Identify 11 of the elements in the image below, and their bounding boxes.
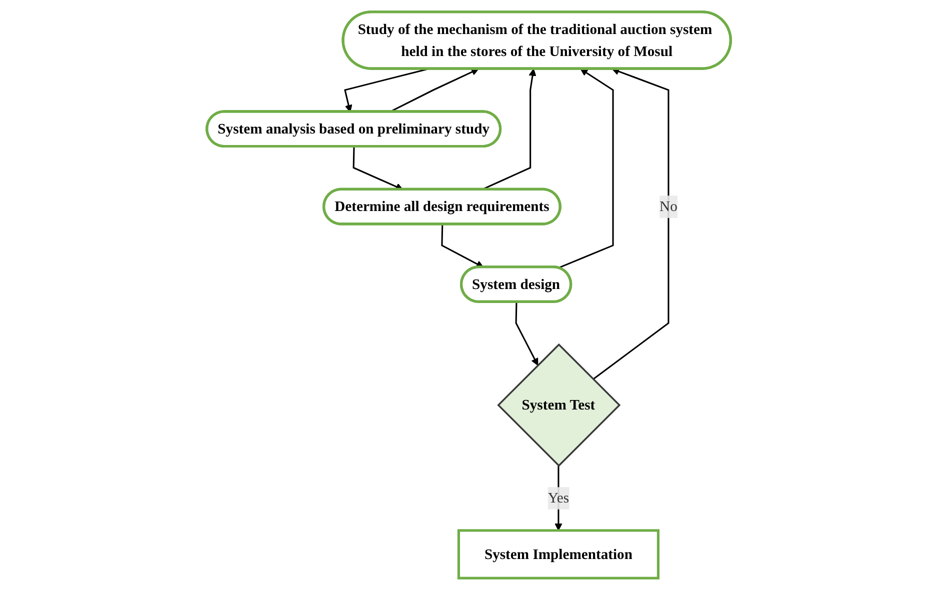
node-box: System Implementation — [457, 529, 660, 580]
arrow — [344, 68, 428, 112]
arrow — [440, 224, 484, 268]
edge-label: Yes — [548, 490, 569, 506]
arrow — [592, 68, 669, 380]
edge-label: No — [659, 198, 678, 215]
arrow — [554, 466, 562, 531]
arrow — [352, 146, 403, 190]
node-diamond: System Test — [496, 343, 620, 467]
arrow — [515, 302, 538, 366]
arrow — [558, 68, 614, 269]
